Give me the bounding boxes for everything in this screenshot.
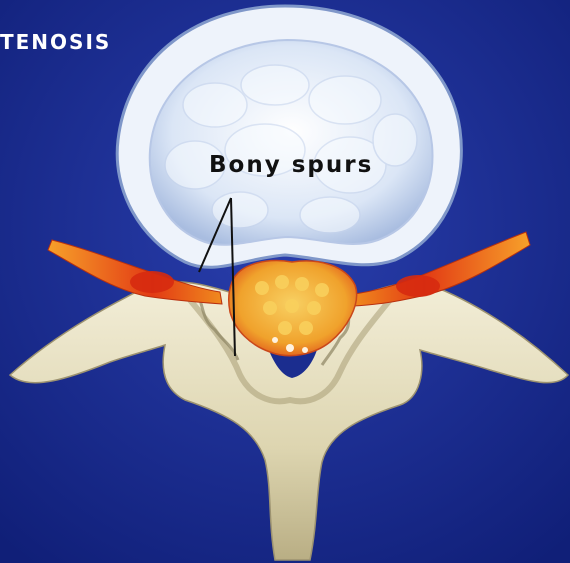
figure-title: TENOSIS: [0, 30, 111, 54]
bony-spurs-label: Bony spurs: [209, 152, 373, 178]
intervertebral-disc: [117, 6, 461, 267]
